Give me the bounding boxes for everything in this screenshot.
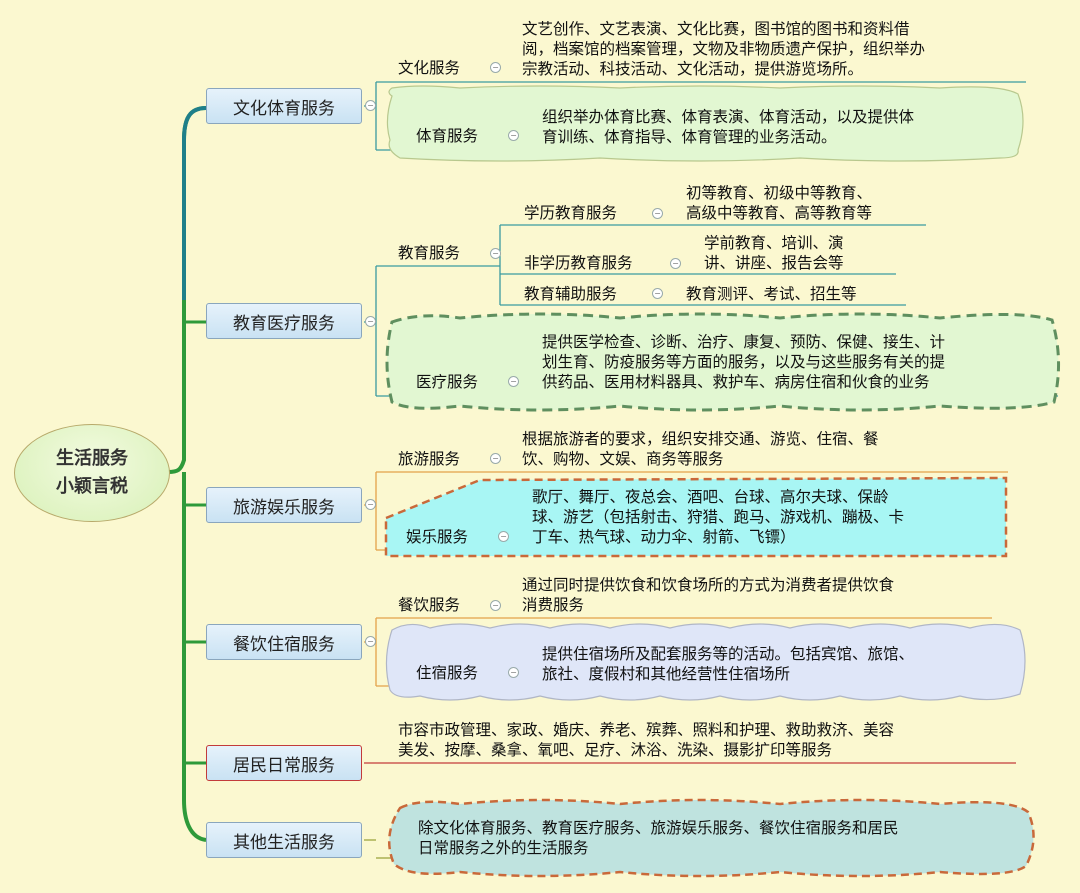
root-node[interactable]: 生活服务 小颖言税 bbox=[14, 424, 170, 522]
desc-entertainment-line-1: 歌厅、舞厅、夜总会、酒吧、台球、高尔夫球、保龄 bbox=[532, 488, 889, 506]
node-education-auxiliary[interactable]: 教育辅助服务 bbox=[524, 285, 618, 303]
collapse-minus-icon[interactable]: − bbox=[508, 130, 519, 141]
desc-catering-line-1: 通过同时提供饮食和饮食场所的方式为消费者提供饮食 bbox=[522, 576, 895, 594]
category-label: 其他生活服务 bbox=[233, 832, 335, 853]
tour-bracket bbox=[364, 472, 377, 550]
food-bracket bbox=[364, 618, 377, 686]
category-other-living[interactable]: 其他生活服务 bbox=[206, 822, 362, 858]
trunk-teal bbox=[182, 106, 207, 300]
category-catering-lodging[interactable]: 餐饮住宿服务 bbox=[206, 624, 362, 660]
node-medical-service[interactable]: 医疗服务 bbox=[416, 373, 479, 391]
collapse-minus-icon[interactable]: − bbox=[365, 636, 376, 647]
sports-bubble bbox=[386, 85, 1024, 162]
desc-non-academic-line-2: 讲、讲座、报告会等 bbox=[704, 254, 844, 272]
category-tourism-entertainment[interactable]: 旅游娱乐服务 bbox=[206, 487, 362, 523]
collapse-minus-icon[interactable]: − bbox=[670, 258, 681, 269]
collapse-minus-icon[interactable]: − bbox=[652, 208, 663, 219]
node-lodging-service[interactable]: 住宿服务 bbox=[416, 664, 479, 682]
node-non-academic-education[interactable]: 非学历教育服务 bbox=[524, 254, 633, 272]
desc-academic-line-2: 高级中等教育、高等教育等 bbox=[686, 204, 873, 222]
node-catering-service[interactable]: 餐饮服务 bbox=[398, 596, 461, 614]
category-label: 教育医疗服务 bbox=[233, 313, 335, 334]
trunk-green bbox=[167, 106, 207, 474]
trunk-to-resident bbox=[182, 472, 207, 842]
node-education-service[interactable]: 教育服务 bbox=[398, 244, 461, 262]
desc-non-academic-line-1: 学前教育、培训、演 bbox=[704, 234, 844, 252]
collapse-minus-icon[interactable]: − bbox=[365, 100, 376, 111]
category-label: 文化体育服务 bbox=[233, 98, 335, 119]
collapse-minus-icon[interactable]: − bbox=[490, 62, 501, 73]
node-academic-education[interactable]: 学历教育服务 bbox=[524, 204, 618, 222]
category-resident-daily[interactable]: 居民日常服务 bbox=[206, 745, 362, 781]
culture-bracket bbox=[364, 82, 377, 150]
desc-entertainment-line-3: 丁车、热气球、动力伞、射箭、飞镖） bbox=[532, 528, 796, 546]
desc-sports-line-2: 育训练、体育指导、体育管理的业务活动。 bbox=[542, 128, 837, 146]
desc-culture-line-1: 文艺创作、文艺表演、文化比赛，图书馆的图书和资料借 bbox=[522, 20, 910, 38]
node-entertainment-service[interactable]: 娱乐服务 bbox=[406, 528, 469, 546]
node-culture-service[interactable]: 文化服务 bbox=[398, 59, 461, 77]
root-title-line-1: 生活服务 bbox=[56, 448, 128, 469]
category-culture-sports[interactable]: 文化体育服务 bbox=[206, 88, 362, 124]
collapse-minus-icon[interactable]: − bbox=[365, 316, 376, 327]
desc-resident-line-1: 市容市政管理、家政、婚庆、养老、殡葬、照料和护理、救助救济、美容 bbox=[398, 721, 895, 739]
desc-resident-line-2: 美发、按摩、桑拿、氧吧、足疗、沐浴、洗染、摄影扩印等服务 bbox=[398, 741, 833, 759]
lodging-bubble bbox=[385, 623, 1026, 701]
collapse-minus-icon[interactable]: − bbox=[490, 453, 501, 464]
desc-sports-line-1: 组织举办体育比赛、体育表演、体育活动，以及提供体 bbox=[542, 108, 915, 126]
node-sports-service[interactable]: 体育服务 bbox=[416, 127, 479, 145]
node-tourism-service[interactable]: 旅游服务 bbox=[398, 450, 461, 468]
desc-medical-line-3: 供药品、医用材料器具、救护车、病房住宿和伙食的业务 bbox=[542, 373, 930, 391]
ent-bubble bbox=[384, 476, 1008, 558]
desc-catering-line-2: 消费服务 bbox=[522, 596, 585, 614]
collapse-minus-icon[interactable]: − bbox=[490, 600, 501, 611]
category-label: 餐饮住宿服务 bbox=[233, 634, 335, 655]
desc-culture-line-3: 宗教活动、科技活动、文化活动，提供游览场所。 bbox=[522, 60, 864, 78]
category-label: 旅游娱乐服务 bbox=[233, 497, 335, 518]
collapse-minus-icon[interactable]: − bbox=[365, 499, 376, 510]
category-education-medical[interactable]: 教育医疗服务 bbox=[206, 303, 362, 339]
desc-tourism-line-2: 饮、购物、文娱、商务等服务 bbox=[522, 450, 724, 468]
medical-bubble bbox=[385, 312, 1060, 412]
desc-lodging-line-2: 旅社、度假村和其他经营性住宿场所 bbox=[542, 665, 791, 683]
edu-bracket bbox=[364, 266, 377, 396]
desc-entertainment-line-2: 球、游艺（包括射击、狩猎、跑马、游戏机、蹦极、卡 bbox=[532, 508, 905, 526]
desc-lodging-line-1: 提供住宿场所及配套服务等的活动。包括宾馆、旅馆、 bbox=[542, 645, 915, 663]
desc-academic-line-1: 初等教育、初级中等教育、 bbox=[686, 184, 873, 202]
desc-tourism-line-1: 根据旅游者的要求，组织安排交通、游览、住宿、餐 bbox=[522, 430, 879, 448]
category-label: 居民日常服务 bbox=[233, 755, 335, 776]
desc-other-line-2: 日常服务之外的生活服务 bbox=[418, 839, 589, 857]
desc-culture-line-2: 阅，档案馆的档案管理，文物及非物质遗产保护，组织举办 bbox=[522, 40, 926, 58]
collapse-minus-icon[interactable]: − bbox=[508, 376, 519, 387]
root-title-line-2: 小颖言税 bbox=[56, 476, 128, 497]
desc-auxiliary-line-1: 教育测评、考试、招生等 bbox=[686, 285, 857, 303]
other-bubble bbox=[387, 798, 1035, 878]
collapse-minus-icon[interactable]: − bbox=[508, 667, 519, 678]
collapse-minus-icon[interactable]: − bbox=[498, 531, 509, 542]
desc-medical-line-2: 划生育、防疫服务等方面的服务，以及与这些服务有关的提 bbox=[542, 353, 946, 371]
collapse-minus-icon[interactable]: − bbox=[652, 288, 663, 299]
desc-medical-line-1: 提供医学检查、诊断、治疗、康复、预防、保健、接生、计 bbox=[542, 333, 946, 351]
collapse-minus-icon[interactable]: − bbox=[490, 248, 501, 259]
desc-other-line-1: 除文化体育服务、教育医疗服务、旅游娱乐服务、餐饮住宿服务和居民 bbox=[418, 819, 899, 837]
